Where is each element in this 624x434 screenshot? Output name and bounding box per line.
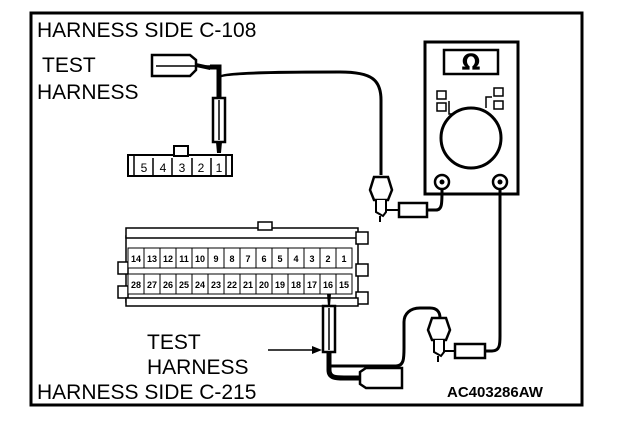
lead-left-plug <box>397 201 429 219</box>
meter-lead-left <box>217 67 444 222</box>
meter-lead-right <box>329 190 502 368</box>
c215-pin-3: 3 <box>309 254 314 264</box>
figure-frame <box>29 11 584 407</box>
connector-c215-bottom-rail <box>125 297 359 307</box>
ohm-symbol: Ω <box>462 51 481 76</box>
bottom-harness-leader-arrow <box>312 346 322 354</box>
c215-pin-19: 19 <box>275 280 285 290</box>
c215-pin-24: 24 <box>195 280 205 290</box>
c108-pin-1: 1 <box>216 161 223 175</box>
c215-pin-21: 21 <box>243 280 253 290</box>
c215-pin-6: 6 <box>261 254 266 264</box>
c215-pin-8: 8 <box>229 254 234 264</box>
meter-jack-left-inner <box>439 179 445 185</box>
c215-row-top: 14 13 12 11 10 9 8 7 6 5 4 3 2 1 <box>127 247 353 269</box>
c215-pin-25: 25 <box>179 280 189 290</box>
c215-pin-12: 12 <box>163 254 173 264</box>
c108-pin-3: 3 <box>179 161 186 175</box>
lead-left-wire <box>427 189 444 212</box>
lead-right-wire <box>485 190 502 353</box>
lead-left-clip <box>368 175 394 202</box>
c215-pin-2: 2 <box>325 254 330 264</box>
c215-pin-11: 11 <box>179 254 189 264</box>
c108-pin-5: 5 <box>141 161 148 175</box>
connector-c215-latch <box>257 221 273 231</box>
c215-pin-14: 14 <box>131 254 141 264</box>
meter-dial <box>439 106 503 170</box>
top-harness-side-label: HARNESS SIDE C-108 <box>37 19 256 42</box>
c215-pin-23: 23 <box>211 280 221 290</box>
meter-tick-right <box>485 96 492 108</box>
c215-pin-28: 28 <box>131 280 141 290</box>
top-test-harness <box>150 53 227 153</box>
connector-c108: 5 4 3 2 1 <box>127 145 233 177</box>
connector-c215-left-lug-1 <box>117 261 129 275</box>
connector-c215-left-lug-2 <box>117 285 129 299</box>
c215-pin-7: 7 <box>245 254 250 264</box>
lead-right-cable-a <box>329 306 442 368</box>
bottom-harness-cable <box>326 352 360 381</box>
ohmmeter: Ω <box>423 40 520 196</box>
c215-pin-1: 1 <box>341 254 346 264</box>
c215-pin-22: 22 <box>227 280 237 290</box>
meter-button-2 <box>436 102 447 112</box>
lead-left-cable-a <box>217 67 383 175</box>
meter-button-4 <box>493 100 504 110</box>
bottom-test-harness-line1: TEST <box>147 331 201 354</box>
c215-pin-20: 20 <box>259 280 269 290</box>
c215-pin-18: 18 <box>291 280 301 290</box>
meter-button-3 <box>493 87 504 97</box>
connector-c215-right-lug-1 <box>355 231 369 245</box>
lead-right-clip <box>426 316 452 342</box>
figure-code: AC403286AW <box>447 384 544 401</box>
connector-c215-right-lug-2 <box>355 263 369 277</box>
c215-pin-13: 13 <box>147 254 157 264</box>
c215-pin-10: 10 <box>195 254 205 264</box>
connector-c215: 14 13 12 11 10 9 8 7 6 5 4 3 2 1 <box>117 221 369 307</box>
c215-pin-15: 15 <box>339 280 349 290</box>
c215-pin-27: 27 <box>147 280 157 290</box>
c215-pin-9: 9 <box>213 254 218 264</box>
connector-c215-top-rail <box>125 227 359 239</box>
bottom-test-harness-line2: HARNESS <box>147 356 249 379</box>
c215-row-bottom: 28 27 26 25 24 23 22 21 20 19 18 17 16 1… <box>127 273 353 295</box>
c108-pin-4: 4 <box>160 161 167 175</box>
meter-display <box>442 48 500 76</box>
bottom-harness-plug <box>358 366 404 390</box>
c215-pin-4: 4 <box>293 254 298 264</box>
lead-right-plug <box>453 342 487 360</box>
top-test-harness-line1: TEST <box>42 54 96 77</box>
meter-jack-right-inner <box>497 179 503 185</box>
c215-pin-16: 16 <box>323 280 333 290</box>
meter-button-1 <box>436 90 447 100</box>
c215-pin-5: 5 <box>277 254 282 264</box>
connector-c108-latch <box>173 145 189 157</box>
c215-pin-17: 17 <box>307 280 317 290</box>
bottom-test-harness <box>321 294 404 390</box>
bottom-harness-side-label: HARNESS SIDE C-215 <box>37 381 256 404</box>
top-test-harness-line2: HARNESS <box>37 81 139 104</box>
c215-pin-26: 26 <box>163 280 173 290</box>
c108-pin-2: 2 <box>198 161 205 175</box>
